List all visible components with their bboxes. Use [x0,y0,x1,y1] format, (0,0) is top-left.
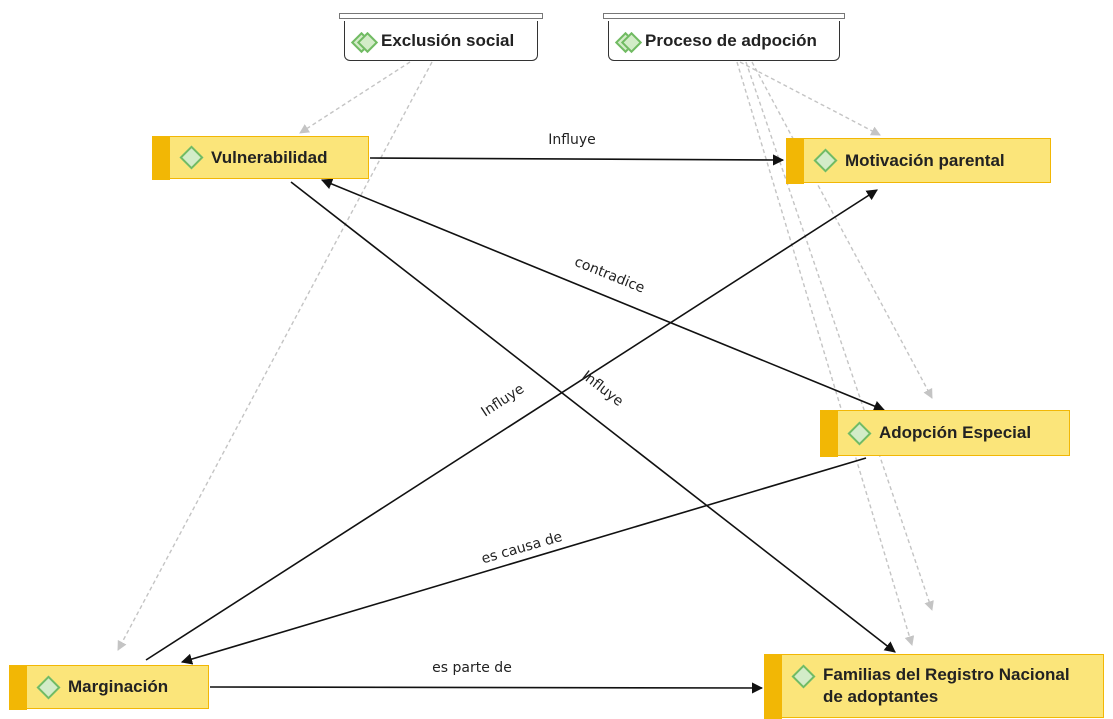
node-label-line-2: de adoptantes [823,687,939,706]
edge-label-contradice: contradice [572,254,647,297]
node-stripe [764,653,782,719]
node-label: Vulnerabilidad [211,147,328,167]
edge-label-es-parte-de: es parte de [432,660,512,676]
code-node-marginacion[interactable]: Marginación [9,664,209,710]
edge-vulnerabilidad-familias [290,181,896,653]
group-diamond-icon [614,31,643,53]
code-node-vulnerabilidad[interactable]: Vulnerabilidad [152,135,369,180]
node-label-line-1: Familias del Registro Nacional [823,665,1070,684]
group-node-top-bar [603,13,845,19]
group-link-exclusion-vulnerabilidad [299,61,411,134]
group-link-proceso-motivacion [739,61,881,136]
code-node-adopcion-especial[interactable]: Adopción Especial [820,409,1070,457]
edge-label-influye-1: Influye [548,132,596,148]
node-stripe [786,137,804,184]
code-diamond-icon [791,664,816,689]
edge-label-es-causa-de: es causa de [480,529,565,567]
code-diamond-icon [179,145,204,170]
code-node-motivacion-parental[interactable]: Motivación parental [786,137,1051,184]
node-label: Marginación [68,677,169,696]
code-diamond-icon [813,148,838,173]
node-stripe [9,664,27,710]
edge-label-influye-2: Influye [479,381,528,420]
node-stripe [152,135,170,180]
code-node-familias-registro[interactable]: Familias del Registro Nacional de adopta… [764,653,1104,719]
node-label: Motivación parental [845,150,1005,170]
group-diamond-icon [350,31,379,53]
edge-vulnerabilidad-motivacion [369,154,785,166]
edge-label-influye-3: Influye [579,368,626,410]
node-stripe [820,409,838,457]
edge-marginacion-motivacion [145,189,878,661]
node-label: Adopción Especial [879,423,1032,442]
group-node-top-bar [339,13,543,19]
group-link-exclusion-marginacion [117,61,433,651]
edge-vulnerabilidad-adopcion [320,178,886,412]
group-node-exclusion-social[interactable]: Exclusión social [339,13,543,61]
edge-adopcion-marginacion [180,457,867,665]
code-diamond-icon [36,674,61,700]
group-link-proceso-adopcion [751,61,933,399]
group-label: Exclusión social [381,30,515,50]
group-node-proceso-adopcion[interactable]: Proceso de adpoción [603,13,845,61]
edge-marginacion-familias [209,682,764,694]
code-diamond-icon [847,420,872,446]
group-label: Proceso de adpoción [645,30,817,50]
